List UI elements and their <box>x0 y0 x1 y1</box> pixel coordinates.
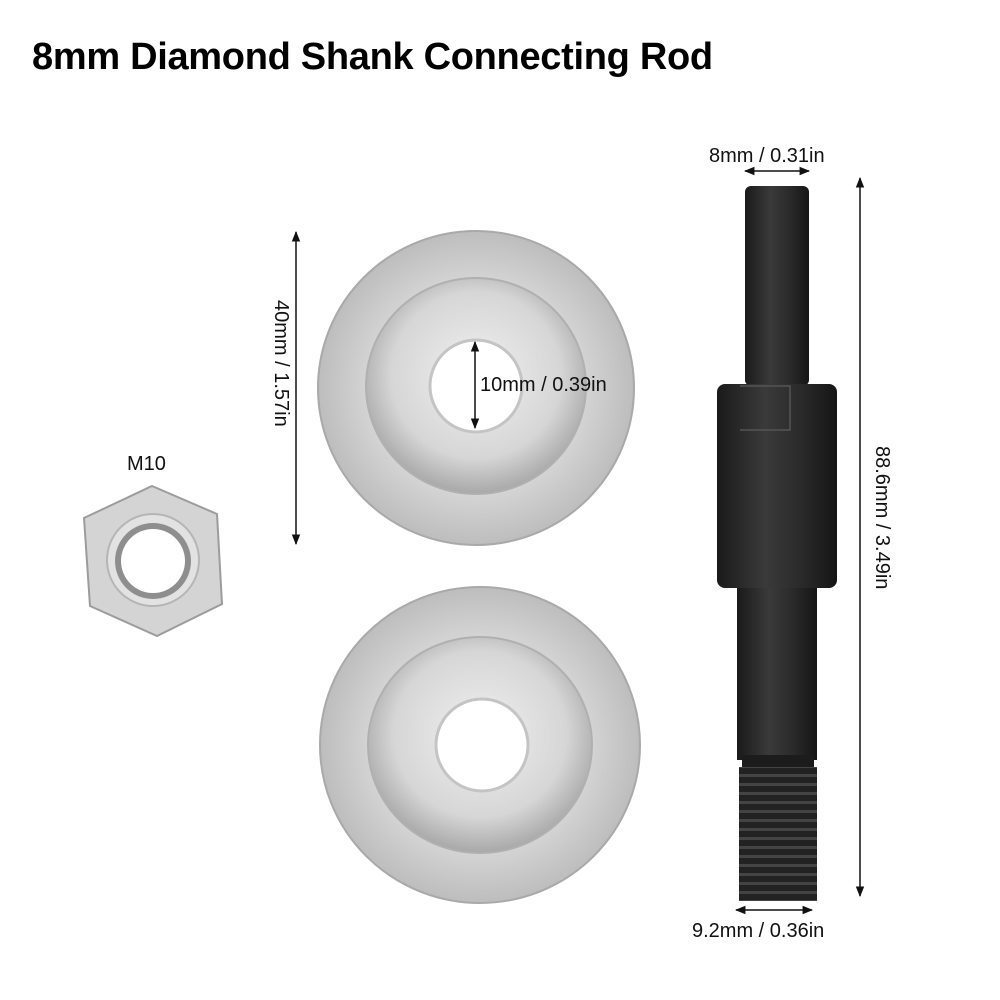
washer-hole-dimension-label: 10mm / 0.39in <box>480 374 607 396</box>
rod-length-dimension-label: 88.6mm / 3.49in <box>871 446 893 590</box>
hex-nut-icon <box>82 484 224 638</box>
washer-outer-dimension-label: 40mm / 1.57in <box>270 300 292 427</box>
flange-washer-bottom-icon <box>319 586 641 904</box>
page-title: 8mm Diamond Shank Connecting Rod <box>32 36 713 78</box>
thread-dimension-label: 9.2mm / 0.36in <box>692 920 825 942</box>
shank-dimension-label: 8mm / 0.31in <box>709 145 825 167</box>
connecting-rod-icon <box>717 186 837 901</box>
nut-size-label: M10 <box>127 453 166 475</box>
